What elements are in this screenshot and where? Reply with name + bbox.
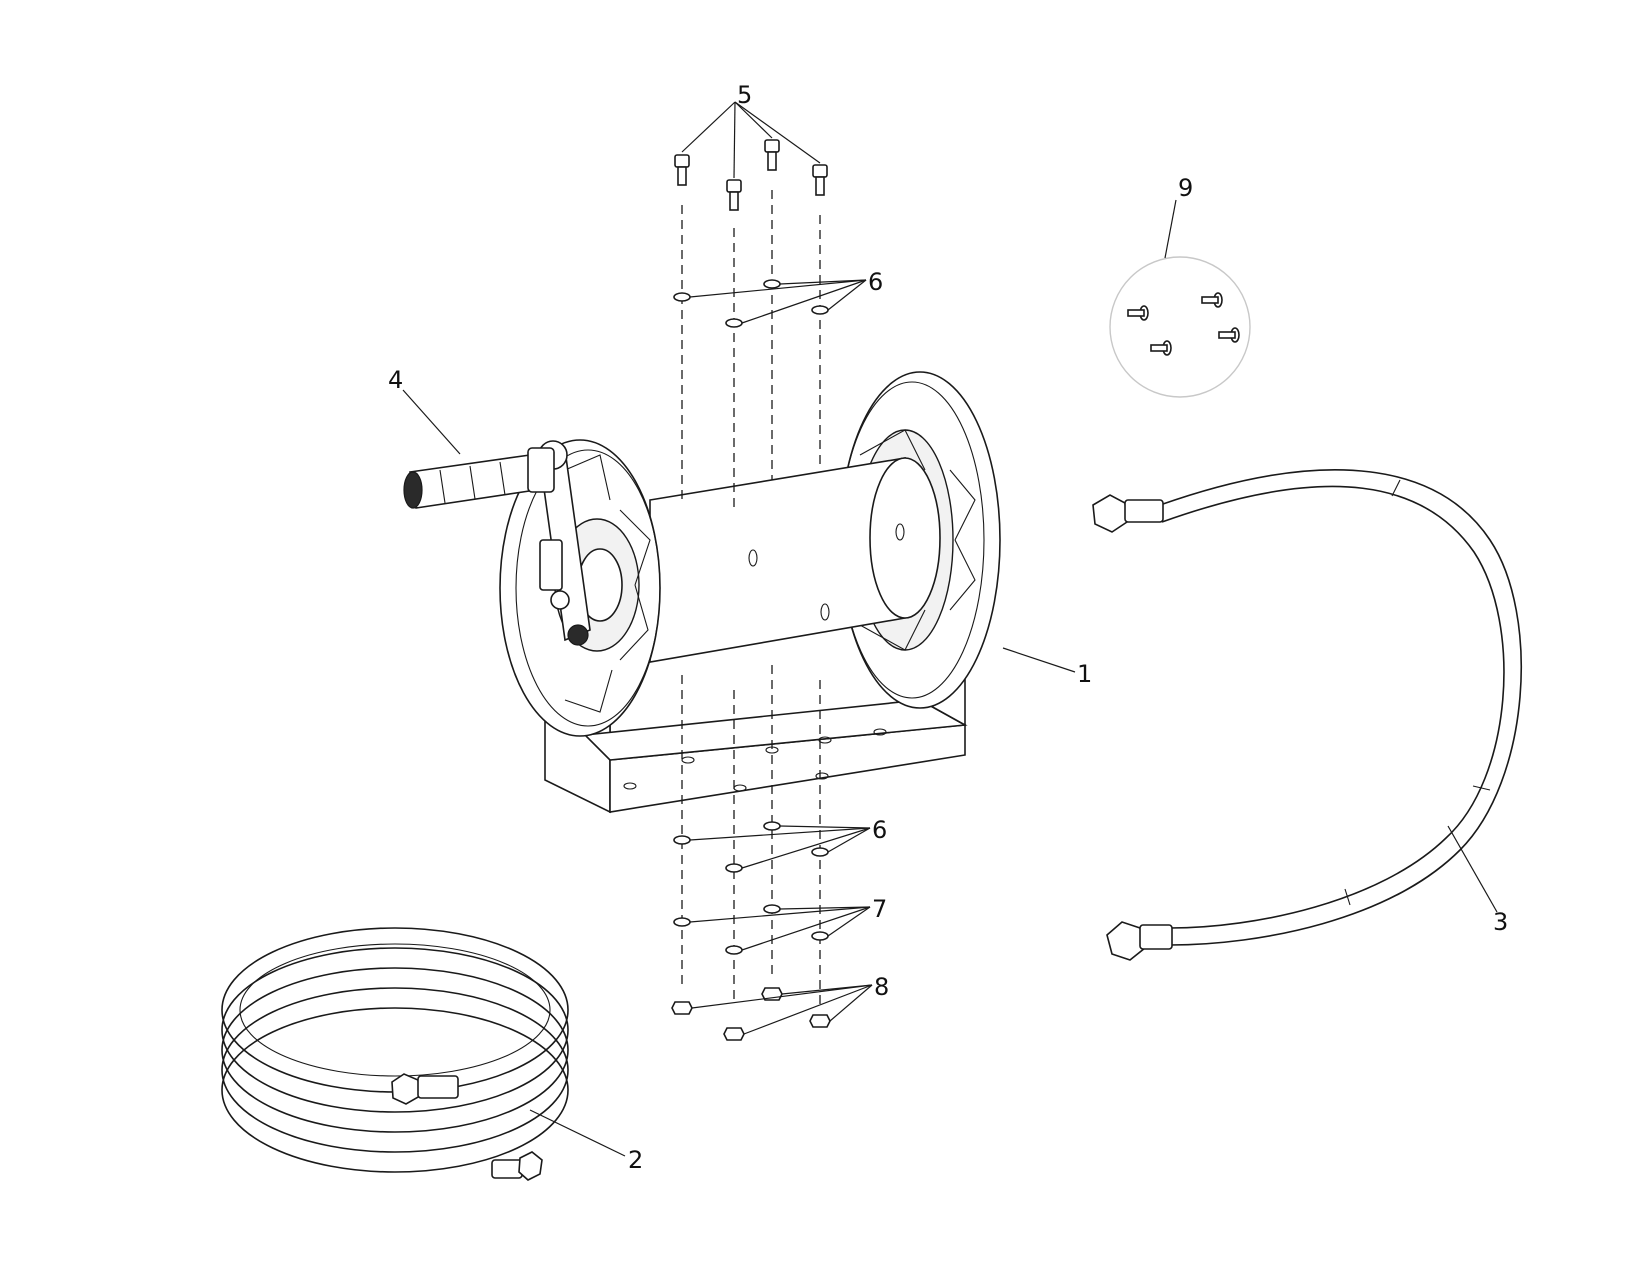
hose-fitting-top xyxy=(1092,494,1164,533)
rivets-detail xyxy=(1109,256,1251,398)
callout-4: 4 xyxy=(388,366,403,394)
callout-9: 9 xyxy=(1178,174,1193,202)
crank-handle xyxy=(403,447,555,509)
callout-labels: 1 2 3 4 5 6 6 7 8 9 xyxy=(388,81,1508,1174)
washers-lower xyxy=(673,821,829,873)
coiled-hose-fitting-inner xyxy=(391,1073,459,1105)
callout-3: 3 xyxy=(1493,908,1508,936)
rivet xyxy=(1218,327,1240,343)
lock-washers xyxy=(673,904,829,955)
callout-6-lower: 6 xyxy=(872,816,887,844)
rivet xyxy=(1127,305,1149,321)
screw xyxy=(726,179,742,211)
callout-7: 7 xyxy=(872,895,887,923)
rivet xyxy=(1201,292,1223,308)
coiled-hose-fitting-outer xyxy=(491,1151,543,1181)
callout-1: 1 xyxy=(1077,660,1092,688)
screw xyxy=(764,139,780,171)
rivet xyxy=(1150,340,1172,356)
leader-hose xyxy=(1092,469,1523,961)
leader-lines xyxy=(402,101,1498,1157)
callout-8: 8 xyxy=(874,973,889,1001)
screw xyxy=(812,164,828,196)
callout-6-upper: 6 xyxy=(868,268,883,296)
screw xyxy=(674,154,690,186)
hose-fitting-bottom xyxy=(1106,921,1173,961)
alignment-lines xyxy=(681,190,821,1005)
callout-2: 2 xyxy=(628,1146,643,1174)
callout-5: 5 xyxy=(737,81,752,109)
coiled-hose xyxy=(221,927,569,1181)
hose-reel-assembly xyxy=(499,371,1001,814)
nuts xyxy=(671,987,831,1041)
reel-drum xyxy=(649,457,941,663)
screws-set xyxy=(674,139,828,211)
